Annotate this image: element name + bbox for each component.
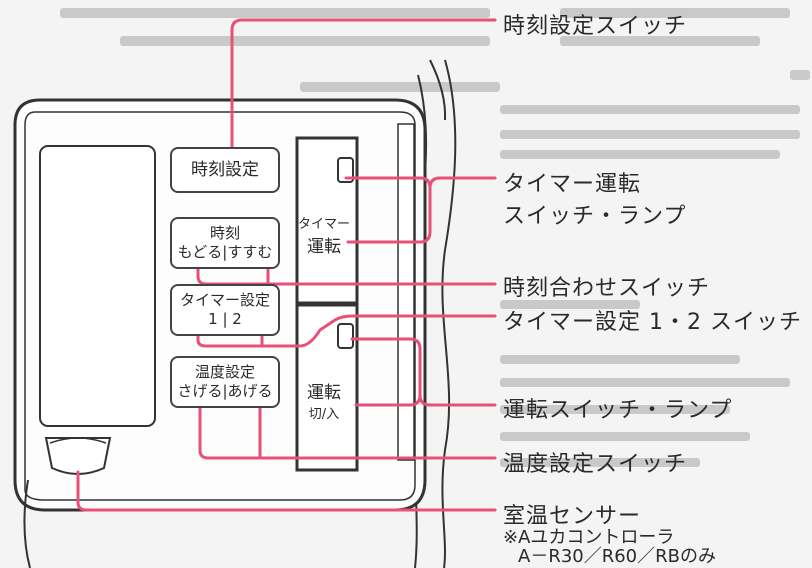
timer-set-button[interactable]: タイマー設定 1 | 2 xyxy=(170,284,280,336)
time-adjust-bottom: もどる|すすむ xyxy=(177,243,273,261)
lcd-display xyxy=(39,145,156,427)
temp-set-bottom: さげる|あげる xyxy=(177,382,273,400)
timer-run-bottom: 運転 xyxy=(307,237,341,257)
room-temp-sensor xyxy=(44,437,112,475)
leader-time-adjust xyxy=(196,266,497,286)
temp-set-top: 温度設定 xyxy=(194,363,255,381)
timer-set-top: タイマー設定 xyxy=(179,291,270,309)
label-timer-run-1: タイマー運転 xyxy=(503,172,642,197)
label-room-sensor: 室温センサー xyxy=(503,504,642,529)
clock-set-button[interactable]: 時刻設定 xyxy=(170,147,280,193)
run-top: 運転 xyxy=(307,383,341,403)
run-lamp xyxy=(337,323,354,349)
leader-clock-switch xyxy=(230,18,497,149)
timer-run-lamp xyxy=(337,157,354,183)
leader-sensor xyxy=(76,470,497,512)
leader-run xyxy=(350,337,422,407)
label-temp-switch: 温度設定スイッチ xyxy=(503,452,688,477)
run-bottom: 切/入 xyxy=(308,407,340,422)
run-panel xyxy=(295,303,359,472)
timer-set-bottom: 1 | 2 xyxy=(208,310,242,328)
temp-set-button[interactable]: 温度設定 さげる|あげる xyxy=(170,356,280,408)
timer-run-top: タイマー xyxy=(297,217,350,232)
run-text[interactable]: 運転 切/入 xyxy=(297,384,351,424)
clock-set-label: 時刻設定 xyxy=(191,160,259,180)
time-adjust-top: 時刻 xyxy=(209,224,240,242)
note-line-1: ※Aユカコントローラ xyxy=(503,527,675,548)
note-line-2: A－R30／R60／RBのみ xyxy=(518,546,716,567)
leader-timer-run xyxy=(344,176,432,244)
timer-run-text[interactable]: タイマー 運転 xyxy=(297,215,351,257)
label-run-switch: 運転スイッチ・ランプ xyxy=(503,398,733,423)
label-timer-run-2: スイッチ・ランプ xyxy=(503,204,687,229)
label-time-adjust: 時刻合わせスイッチ xyxy=(503,276,711,301)
label-timer-set: タイマー設定 1・2 スイッチ xyxy=(503,310,802,335)
label-clock-switch: 時刻設定スイッチ xyxy=(503,14,688,39)
time-adjust-button[interactable]: 時刻 もどる|すすむ xyxy=(170,217,280,269)
